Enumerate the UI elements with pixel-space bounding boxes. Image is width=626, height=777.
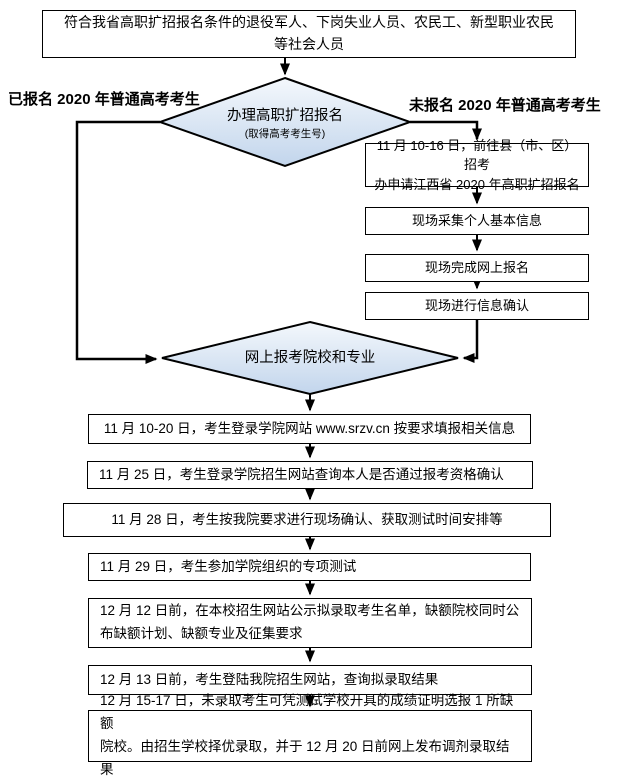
main-step-box-3: 11 月 28 日，考生按我院要求进行现场确认、获取测试时间安排等 (63, 503, 551, 537)
main-step-box-6: 12 月 13 日前，考生登陆我院招生网站，查询拟录取结果 (88, 665, 532, 695)
main-step-box-1: 11 月 10-20 日，考生登录学院网站 www.srzv.cn 按要求填报相… (88, 414, 531, 444)
decision1-diamond-shape (156, 76, 414, 168)
step-box-online-signup: 现场完成网上报名 (365, 254, 589, 282)
main-step-box-5: 12 月 12 日前，在本校招生网站公示拟录取考生名单，缺额院校同时公 布缺额计… (88, 598, 532, 648)
main-step-box-7: 12 月 15-17 日，未录取考生可凭测试学校开具的成绩证明选报 1 所缺额 … (88, 693, 532, 777)
decision2-diamond-shape (161, 320, 459, 396)
connector-left-branch (75, 120, 160, 364)
branch-label-registered: 已报名 2020 年普通高考考生 (8, 91, 200, 108)
main-step-box-4: 11 月 29 日，考生参加学院组织的专项测试 (88, 553, 531, 581)
connector-right-branch (410, 120, 482, 141)
branch-label-not-registered: 未报名 2020 年普通高考考生 (409, 97, 601, 114)
step-box-collect-info: 现场采集个人基本信息 (365, 207, 589, 235)
main-step-box-2: 11 月 25 日，考生登录学院招生网站查询本人是否通过报考资格确认 (87, 461, 533, 489)
start-box: 符合我省高职扩招报名条件的退役军人、下岗失业人员、农民工、新型职业农民 等社会人… (42, 10, 576, 58)
step-box-onsite-apply: 11 月 10-16 日，前往县（市、区）招考 办申请江西省 2020 年高职扩… (365, 138, 589, 192)
connector-confirm-to-decision2 (462, 320, 479, 363)
step-box-confirm-info: 现场进行信息确认 (365, 292, 589, 320)
